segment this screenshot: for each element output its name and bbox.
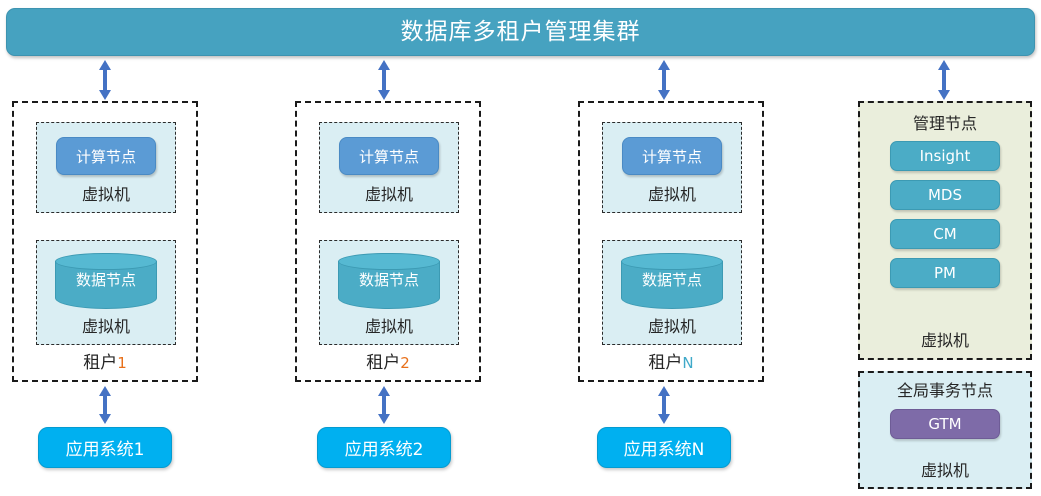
tenant-label-index: 1 — [117, 354, 127, 372]
management-node-panel[interactable]: 管理节点 Insight MDS CM PM 虚拟机 — [858, 101, 1032, 360]
compute-node-2[interactable]: 计算节点 — [339, 137, 439, 175]
compute-node-label: 计算节点 — [75, 147, 136, 166]
service-label: Insight — [919, 147, 971, 165]
vm-box-compute-1[interactable]: 计算节点 虚拟机 — [36, 122, 176, 213]
arrow-title-to-management — [936, 60, 952, 100]
tenant-label-prefix: 租户 — [83, 353, 118, 373]
app-system-n[interactable]: 应用系统N — [597, 427, 731, 468]
vm-box-compute-n[interactable]: 计算节点 虚拟机 — [602, 122, 742, 213]
service-button-pm[interactable]: PM — [890, 258, 1000, 288]
global-transaction-vm-label: 虚拟机 — [920, 461, 969, 480]
cylinder-top-icon — [55, 253, 157, 270]
app-system-2[interactable]: 应用系统2 — [317, 427, 451, 468]
app-system-label: 应用系统1 — [65, 440, 145, 460]
service-button-gtm[interactable]: GTM — [890, 409, 1000, 439]
vm-box-data-1[interactable]: 数据节点 虚拟机 — [36, 240, 176, 345]
cylinder-top-icon — [621, 253, 723, 270]
service-button-mds[interactable]: MDS — [890, 180, 1000, 210]
tenant-box-n[interactable]: 计算节点 虚拟机 数据节点 虚拟机 租户N — [578, 101, 764, 382]
tenant-label-index: 2 — [400, 354, 410, 372]
compute-node-n[interactable]: 计算节点 — [622, 137, 722, 175]
compute-node-1[interactable]: 计算节点 — [56, 137, 156, 175]
data-node-2[interactable]: 数据节点 — [338, 253, 440, 309]
compute-node-label: 计算节点 — [358, 147, 419, 166]
arrow-tenant-n-to-app-n — [656, 386, 672, 424]
tenant-box-2[interactable]: 计算节点 虚拟机 数据节点 虚拟机 租户2 — [295, 101, 481, 382]
vm-box-data-2[interactable]: 数据节点 虚拟机 — [319, 240, 459, 345]
arrow-title-to-tenant-n — [656, 60, 672, 100]
vm-label: 虚拟机 — [364, 185, 413, 204]
page-title: 数据库多租户管理集群 — [400, 18, 641, 45]
service-label: PM — [934, 264, 956, 282]
tenant-label-n: 租户N — [580, 355, 762, 372]
cluster-title-bar: 数据库多租户管理集群 — [6, 8, 1035, 56]
tenant-label-1: 租户1 — [14, 355, 196, 372]
global-transaction-node-title: 全局事务节点 — [896, 381, 993, 400]
service-label: CM — [933, 225, 957, 243]
cylinder-top-icon — [338, 253, 440, 270]
data-node-label: 数据节点 — [358, 271, 419, 289]
tenant-label-prefix: 租户 — [648, 353, 683, 373]
arrow-tenant-2-to-app-2 — [376, 386, 392, 424]
data-node-label: 数据节点 — [641, 271, 702, 289]
management-vm-label: 虚拟机 — [920, 331, 969, 350]
vm-label: 虚拟机 — [81, 317, 130, 336]
service-label: MDS — [927, 186, 962, 204]
vm-label: 虚拟机 — [647, 317, 696, 336]
compute-node-label: 计算节点 — [641, 147, 702, 166]
service-button-insight[interactable]: Insight — [890, 141, 1000, 171]
data-node-1[interactable]: 数据节点 — [55, 253, 157, 309]
data-node-label: 数据节点 — [75, 271, 136, 289]
tenant-label-index: N — [682, 354, 694, 372]
vm-label: 虚拟机 — [364, 317, 413, 336]
data-node-n[interactable]: 数据节点 — [621, 253, 723, 309]
arrow-title-to-tenant-1 — [97, 60, 113, 100]
vm-box-data-n[interactable]: 数据节点 虚拟机 — [602, 240, 742, 345]
tenant-label-prefix: 租户 — [366, 353, 401, 373]
app-system-label: 应用系统2 — [344, 440, 424, 460]
arrow-title-to-tenant-2 — [376, 60, 392, 100]
vm-box-compute-2[interactable]: 计算节点 虚拟机 — [319, 122, 459, 213]
arrow-tenant-1-to-app-1 — [97, 386, 113, 424]
app-system-1[interactable]: 应用系统1 — [38, 427, 172, 468]
global-transaction-node-panel[interactable]: 全局事务节点 GTM 虚拟机 — [858, 371, 1032, 489]
app-system-label: 应用系统N — [623, 440, 705, 460]
service-label: GTM — [928, 415, 962, 433]
tenant-label-2: 租户2 — [297, 355, 479, 372]
vm-label: 虚拟机 — [81, 185, 130, 204]
management-node-title: 管理节点 — [912, 114, 977, 133]
vm-label: 虚拟机 — [647, 185, 696, 204]
tenant-box-1[interactable]: 计算节点 虚拟机 数据节点 虚拟机 租户1 — [12, 101, 198, 382]
service-button-cm[interactable]: CM — [890, 219, 1000, 249]
